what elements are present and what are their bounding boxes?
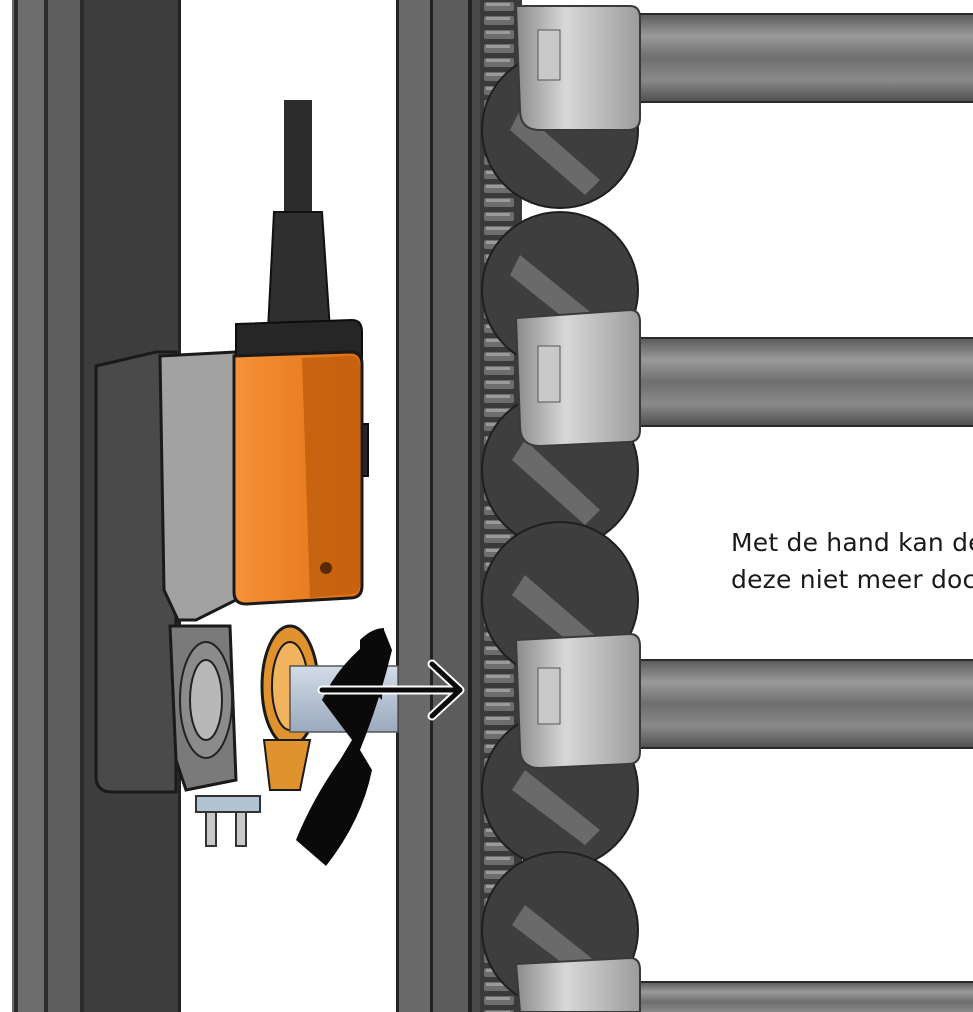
caption-line-1: Met de hand kan de [731, 528, 973, 557]
damper-blade-4 [514, 956, 973, 1012]
damper-blades [514, 5, 973, 1012]
damper-blade-2 [514, 308, 973, 448]
actuator-grey-body [158, 350, 238, 622]
damper-frame [396, 0, 482, 1012]
cable [284, 100, 312, 220]
right-arrow-icon [317, 659, 465, 721]
damper-blade-1 [514, 5, 973, 131]
damper-blade-3 [514, 632, 973, 770]
caption-line-2: deze niet meer doc [731, 565, 973, 594]
caption-text: Met de hand kan de deze niet meer doc [731, 524, 973, 598]
cable-gland [266, 211, 332, 331]
